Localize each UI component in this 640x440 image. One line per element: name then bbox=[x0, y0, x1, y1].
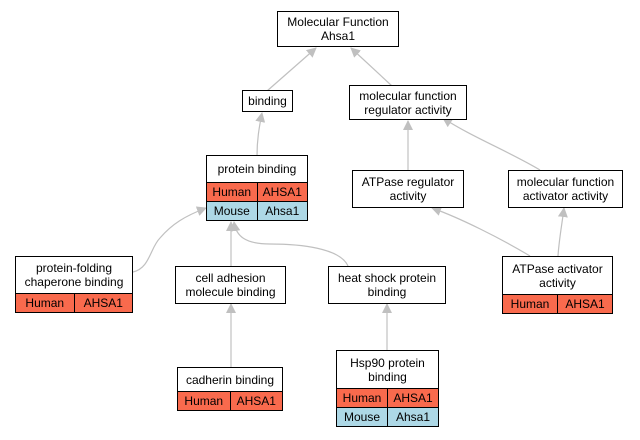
gene-cell: AHSA1 bbox=[73, 294, 133, 312]
node-protein-folding-chaperone-binding[interactable]: protein-folding chaperone binding Human … bbox=[15, 256, 133, 313]
node-binding[interactable]: binding bbox=[242, 90, 293, 112]
node-label: cell adhesion molecule binding bbox=[185, 271, 276, 299]
node-label: protein-folding chaperone binding bbox=[24, 261, 124, 289]
node-atpase-regulator-activity[interactable]: ATPase regulator activity bbox=[352, 170, 464, 208]
edge-proteinbinding-to-binding bbox=[255, 112, 266, 157]
node-label: molecular function activator activity bbox=[516, 175, 615, 203]
species-cell: Human bbox=[212, 185, 252, 199]
species-cell: Human bbox=[25, 296, 65, 310]
edge-hspbinding-to-proteinbinding bbox=[230, 221, 349, 267]
mouse-gene-row: Mouse Ahsa1 bbox=[207, 201, 307, 220]
node-molecular-function-ahsa1[interactable]: Molecular Function Ahsa1 bbox=[277, 11, 399, 47]
species-cell: Human bbox=[342, 391, 382, 405]
human-gene-row: Human AHSA1 bbox=[207, 182, 307, 201]
node-label: Molecular Function Ahsa1 bbox=[287, 15, 389, 43]
node-label: binding bbox=[248, 94, 287, 108]
human-gene-row: Human AHSA1 bbox=[16, 293, 132, 312]
node-label: protein binding bbox=[217, 162, 297, 176]
species-cell: Human bbox=[510, 297, 550, 311]
node-cadherin-binding[interactable]: cadherin binding Human AHSA1 bbox=[177, 367, 283, 411]
gene-cell: AHSA1 bbox=[229, 392, 283, 410]
node-cell-adhesion-molecule-binding[interactable]: cell adhesion molecule binding bbox=[175, 266, 286, 304]
human-gene-row: Human AHSA1 bbox=[178, 391, 282, 410]
species-cell: Mouse bbox=[343, 410, 381, 424]
node-heat-shock-protein-binding[interactable]: heat shock protein binding bbox=[328, 266, 446, 304]
gene-cell: AHSA1 bbox=[387, 389, 438, 407]
node-molecular-function-activator-activity[interactable]: molecular function activator activity bbox=[508, 170, 623, 208]
edge-atpaseactivator-to-atpasereg bbox=[431, 206, 531, 257]
node-molecular-function-regulator-activity[interactable]: molecular function regulator activity bbox=[349, 85, 467, 120]
edge-activator-to-mfregulator bbox=[442, 117, 541, 171]
gene-cell: Ahsa1 bbox=[387, 408, 438, 426]
mouse-gene-row: Mouse Ahsa1 bbox=[337, 407, 438, 426]
human-gene-row: Human AHSA1 bbox=[503, 294, 612, 313]
edge-atpaseactivator-to-activator bbox=[557, 207, 568, 257]
species-cell: Mouse bbox=[213, 204, 250, 218]
species-cell: Human bbox=[184, 394, 224, 408]
gene-cell: AHSA1 bbox=[256, 183, 308, 201]
edge-binding-to-root bbox=[266, 47, 317, 92]
node-label: ATPase regulator activity bbox=[361, 175, 455, 203]
human-gene-row: Human AHSA1 bbox=[337, 388, 438, 407]
node-label: Hsp90 protein binding bbox=[350, 355, 425, 384]
gene-cell: AHSA1 bbox=[557, 295, 612, 313]
node-label: cadherin binding bbox=[185, 372, 275, 387]
gene-cell: Ahsa1 bbox=[256, 202, 308, 220]
node-protein-binding[interactable]: protein binding Human AHSA1 Mouse Ahsa1 bbox=[206, 155, 308, 221]
node-atpase-activator-activity[interactable]: ATPase activator activity Human AHSA1 bbox=[502, 256, 613, 314]
node-label: heat shock protein binding bbox=[337, 271, 437, 299]
edge-chaperone-to-proteinbinding bbox=[132, 206, 207, 273]
edge-mfregulator-to-root bbox=[350, 47, 393, 87]
node-label: ATPase activator activity bbox=[512, 261, 603, 290]
node-hsp90-protein-binding[interactable]: Hsp90 protein binding Human AHSA1 Mouse … bbox=[336, 350, 439, 427]
node-label: molecular function regulator activity bbox=[359, 88, 457, 117]
